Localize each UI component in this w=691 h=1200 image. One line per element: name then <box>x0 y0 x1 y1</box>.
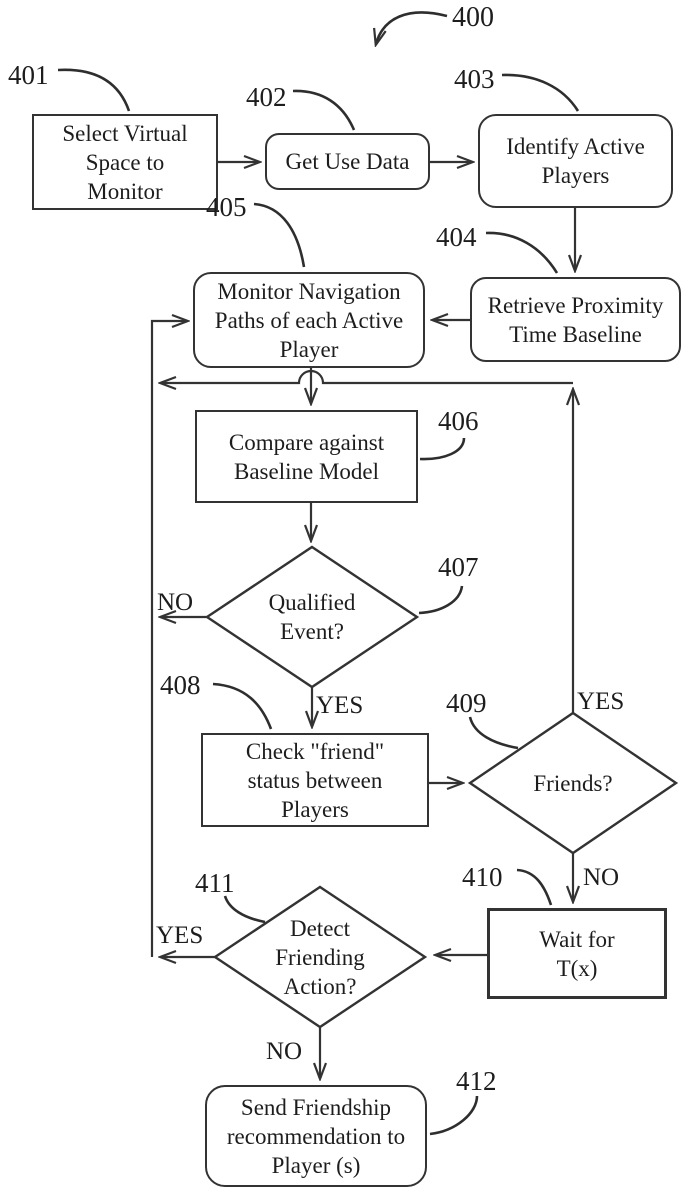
node-409-text: Friends? <box>533 770 613 796</box>
node-406-compare-against-baseline: Compare against Baseline Model <box>195 410 418 503</box>
node-412-text: recommendation to <box>226 1123 406 1149</box>
node-405-monitor-navigation-paths: Monitor Navigation Paths of each Active … <box>193 272 425 368</box>
node-410-text: T(x) <box>556 955 598 981</box>
ref-label-410: 410 <box>462 862 503 892</box>
node-411-text: Detect <box>289 915 350 941</box>
node-402-get-use-data: Get Use Data <box>265 133 430 190</box>
node-408-text: status between <box>247 767 383 793</box>
node-407-text: Event? <box>280 619 344 644</box>
diamond-409-friends <box>467 711 679 855</box>
leader-405 <box>253 202 306 268</box>
leader-411 <box>223 895 266 924</box>
ref-label-407: 407 <box>438 552 479 582</box>
node-403-identify-active-players: Identify Active Players <box>478 114 673 208</box>
ref-label-401: 401 <box>8 60 49 90</box>
leader-404 <box>485 231 559 274</box>
node-411-detect-friending-text: Detect Friending Action? <box>245 903 395 1011</box>
figure-number-400: 400 <box>452 2 494 33</box>
leader-401 <box>57 68 131 112</box>
node-407-qualified-event-text: Qualified Event? <box>232 573 392 661</box>
ref-label-412: 412 <box>456 1066 497 1096</box>
ref-label-402: 402 <box>246 82 287 112</box>
edge-loop-horizontal <box>161 369 573 383</box>
node-412-send-friendship-recommendation: Send Friendship recommendation to Player… <box>205 1085 427 1187</box>
leader-410 <box>516 868 553 906</box>
node-403-text: Identify Active <box>506 134 645 159</box>
node-408-text: Check "friend" <box>245 738 385 764</box>
branch-409-yes: YES <box>577 688 625 715</box>
figure-arrow-400 <box>376 11 448 44</box>
ref-label-403: 403 <box>454 64 495 94</box>
branch-407-no: NO <box>157 589 194 616</box>
node-402-text: Get Use Data <box>285 149 410 174</box>
node-408-text: Players <box>281 796 349 822</box>
node-405-text: Player <box>279 336 339 362</box>
leader-402 <box>292 89 356 131</box>
ref-label-405: 405 <box>206 192 247 222</box>
node-403-text: Players <box>541 163 610 188</box>
branch-411-yes: YES <box>156 922 204 949</box>
node-404-text: Time Baseline <box>509 321 642 347</box>
leader-403 <box>501 73 580 112</box>
node-401-text: Monitor <box>87 178 163 204</box>
node-404-retrieve-proximity-baseline: Retrieve Proximity Time Baseline <box>470 277 681 362</box>
ref-label-411: 411 <box>195 868 235 898</box>
branch-409-no: NO <box>583 864 620 891</box>
node-411-text: Friending <box>275 944 365 970</box>
node-409-friends-text: Friends? <box>493 757 653 809</box>
node-405-text: Monitor Navigation <box>217 278 401 304</box>
node-411-text: Action? <box>283 973 357 999</box>
ref-label-404: 404 <box>436 222 477 252</box>
node-405-text: Paths of each Active <box>214 307 404 333</box>
node-401-text: Space to <box>85 149 165 175</box>
ref-label-406: 406 <box>438 406 479 436</box>
node-407-text: Qualified <box>268 590 356 615</box>
node-401-text: Select Virtual <box>62 120 188 146</box>
diamond-407-qualified-event <box>204 545 420 689</box>
node-412-text: Player (s) <box>271 1152 361 1178</box>
node-408-check-friend-status: Check "friend" status between Players <box>201 733 429 827</box>
leader-412 <box>429 1095 479 1136</box>
node-410-text: Wait for <box>539 926 615 952</box>
diamond-411-detect-friending <box>212 885 428 1029</box>
leader-408 <box>212 682 273 730</box>
edge-merge-into-405 <box>150 321 187 957</box>
leader-409 <box>468 716 519 750</box>
leader-406 <box>419 437 466 461</box>
node-412-text: Send Friendship <box>240 1094 392 1120</box>
branch-407-yes: YES <box>316 692 364 719</box>
node-401-select-virtual-space: Select Virtual Space to Monitor <box>32 114 218 210</box>
leader-407 <box>418 585 464 615</box>
node-406-text: Compare against <box>228 429 385 455</box>
ref-label-409: 409 <box>446 688 487 718</box>
ref-label-408: 408 <box>160 670 201 700</box>
node-404-text: Retrieve Proximity <box>487 292 664 318</box>
node-406-text: Baseline Model <box>234 458 379 484</box>
branch-411-no: NO <box>266 1038 303 1065</box>
node-410-wait-for-tx: Wait for T(x) <box>487 908 667 999</box>
